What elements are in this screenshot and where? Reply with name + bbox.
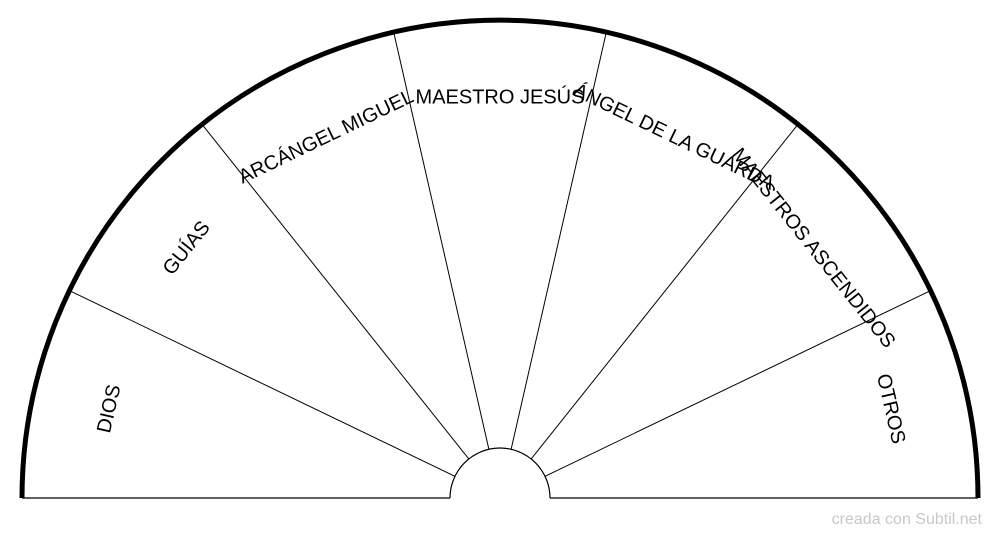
- segment-label: DIOS: [93, 383, 125, 436]
- center-hub: [449, 447, 551, 499]
- segment-divider: [544, 290, 931, 477]
- segment-divider: [393, 31, 490, 450]
- segment-dividers: [69, 31, 931, 477]
- segment-divider: [69, 290, 456, 477]
- segment-label: ARCÁNGEL MIGUEL: [235, 85, 418, 189]
- segment-label: MAESTRO JESÚS: [416, 85, 585, 108]
- segment-label: MAESTROS ASCENDIDOS: [727, 144, 899, 352]
- segment-divider: [201, 123, 470, 460]
- segment-label: OTROS: [872, 372, 909, 446]
- segment-divider: [530, 123, 799, 460]
- segment-divider: [510, 31, 607, 450]
- segment-label: GUÍAS: [158, 216, 215, 279]
- watermark: creada con Subtil.net: [831, 511, 982, 528]
- outer-arc: [19, 17, 981, 499]
